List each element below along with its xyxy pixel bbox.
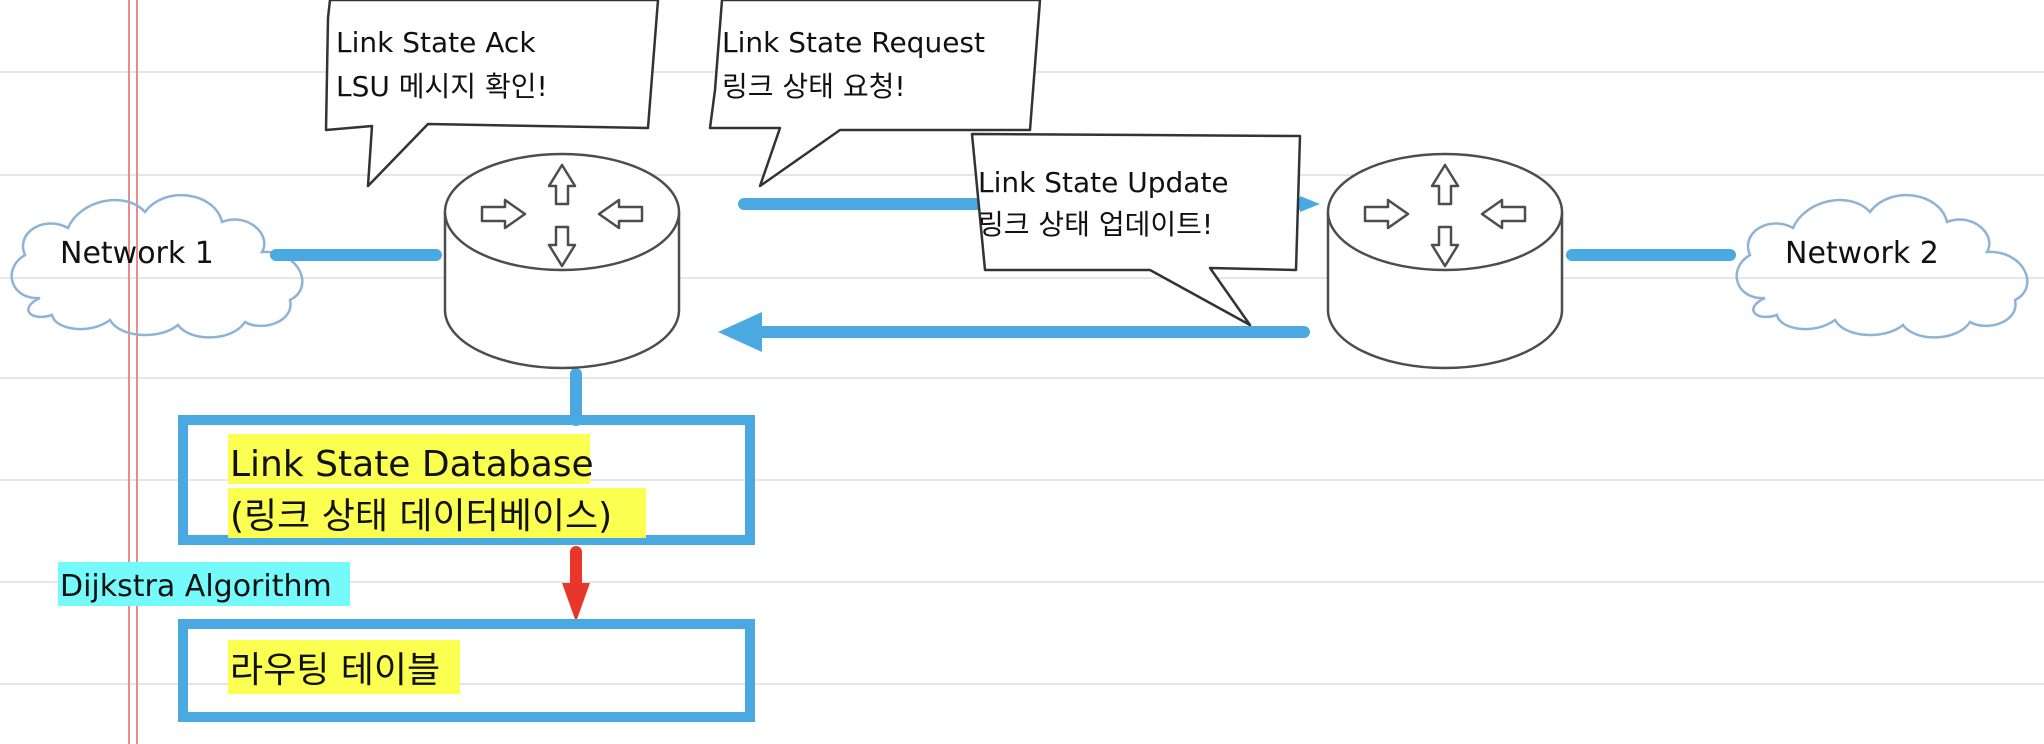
dijkstra-label: Dijkstra Algorithm: [58, 562, 350, 606]
cloud-icon: [1735, 193, 2029, 339]
request-subtitle: 링크 상태 요청!: [722, 70, 906, 103]
ack-subtitle: LSU 메시지 확인!: [336, 70, 548, 103]
network-1-label: Network 1: [60, 236, 214, 271]
bubble-link-state-ack: Link State Ack LSU 메시지 확인!: [324, 0, 660, 188]
bubble-link-state-request: Link State Request 링크 상태 요청!: [708, 0, 1042, 188]
network-2-label: Network 2: [1785, 236, 1939, 271]
routing-table-label: 라우팅 테이블: [230, 650, 440, 691]
link-state-database: Link State Database (링크 상태 데이터베이스): [178, 415, 755, 545]
router-icon: [1326, 152, 1564, 370]
algorithm-label: Dijkstra Algorithm: [60, 569, 332, 604]
update-title: Link State Update: [978, 166, 1229, 199]
router-icon: [443, 152, 681, 370]
ack-title: Link State Ack: [336, 26, 536, 59]
database-subtitle: (링크 상태 데이터베이스): [230, 496, 612, 537]
bubble-link-state-update: Link State Update 링크 상태 업데이트!: [970, 132, 1302, 327]
database-title: Link State Database: [230, 444, 594, 485]
arrow-router2-to-router1: [718, 312, 1310, 352]
update-subtitle: 링크 상태 업데이트!: [978, 208, 1213, 241]
dijkstra-arrow: [562, 546, 590, 622]
request-title: Link State Request: [722, 26, 985, 59]
routing-table: 라우팅 테이블: [178, 619, 755, 722]
